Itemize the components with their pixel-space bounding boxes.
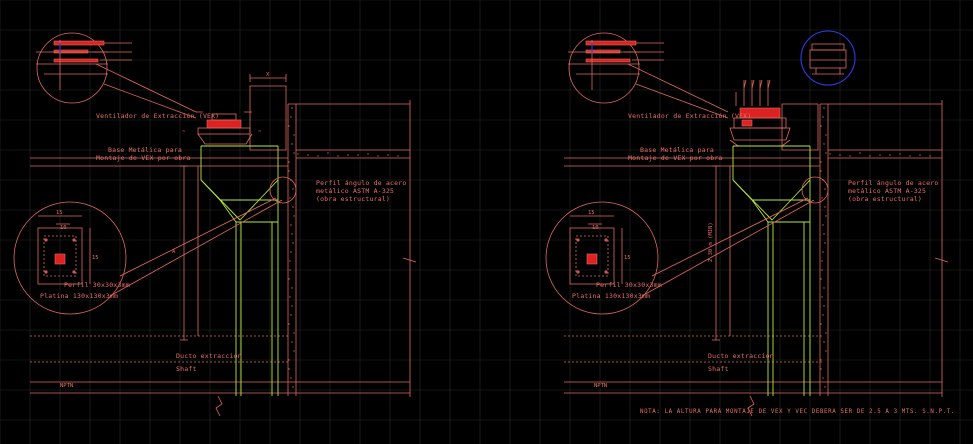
right-label-fan: Ventilador de Extracción (VEX) (628, 112, 751, 120)
left-floor-slab (30, 381, 410, 394)
right-upper-box (781, 103, 819, 151)
left-break-mark (215, 395, 223, 417)
right-label-profile: Perfil ángulo de acero (848, 179, 939, 187)
left-label-profile: Perfil ángulo de acero (316, 179, 407, 187)
left-fan-unit: ~ ~ (182, 111, 262, 145)
right-label-platina: Platina 130x130x3mm (572, 292, 650, 300)
left-upper-box (249, 85, 287, 151)
left-dim-15: 15 (56, 210, 63, 216)
right-wall-hatch (820, 107, 931, 388)
right-floor-slab (564, 381, 942, 394)
left-joint-circle (269, 176, 297, 204)
right-mid-line (564, 335, 822, 363)
left-dim-a: A (172, 249, 176, 255)
right-detail-circle-bottom (545, 201, 659, 315)
right-joint-circle (801, 176, 829, 204)
left-label-nivel: NPTN (60, 383, 73, 389)
left-dim-x: X (266, 72, 270, 78)
right-break-mark (747, 395, 755, 417)
right-leader-bottom (641, 197, 815, 297)
left-leader-top (95, 63, 197, 119)
left-label-duct: Ducto extracción (176, 352, 242, 360)
left-label-profile2: metálico ASTM A-325 (316, 187, 394, 195)
left-label-profile3: (obra estructural) (316, 195, 390, 203)
left-label-shaft: Shaft (176, 365, 197, 373)
left-leader-bottom (109, 197, 283, 297)
right-dim-15: 15 (588, 210, 595, 216)
left-detail-bottom-content (37, 215, 91, 285)
left-label-fan: Ventilador de Extracción (VEX) (96, 112, 219, 120)
right-label-shaft: Shaft (708, 365, 729, 373)
right-dim-vertical-text: 2.30 m (MIN) (708, 222, 714, 262)
left-wall (287, 103, 410, 396)
bottom-note: NOTA: LA ALTURA PARA MONTAJE DE VEX Y VE… (640, 409, 955, 415)
right-roof-slab (564, 157, 820, 167)
right-detail-circle-top (568, 32, 640, 104)
left-right-wall (402, 100, 417, 397)
left-dim-vertical (180, 165, 199, 341)
left-label-base: Base Metálica para (108, 146, 182, 154)
right-label-duct: Ducto extracción (708, 352, 774, 360)
left-detail-circle-top (36, 32, 108, 104)
right-label-base2: Montaje de VEX por obra (628, 154, 723, 162)
left-wall-hatch (288, 107, 399, 388)
right-fan-unit (729, 79, 791, 147)
right-dim-vertical (712, 165, 731, 341)
left-label-base2: Montaje de VEX por obra (96, 154, 191, 162)
left-label-platina: Platina 130x130x3mm (40, 292, 118, 300)
right-fan-icon (809, 43, 847, 75)
right-label-profile2: metálico ASTM A-325 (848, 187, 926, 195)
right-label-profile3: (obra estructural) (848, 195, 922, 203)
right-detail: 2.30 m (MIN) 15 10 (545, 30, 955, 417)
right-right-wall (934, 100, 949, 397)
right-label-base: Base Metálica para (640, 146, 714, 154)
right-leader-top (627, 63, 729, 119)
right-blue-circle (800, 30, 856, 86)
left-dim-15b: 15 (92, 255, 99, 261)
right-wall (819, 103, 942, 396)
left-dim-10: 10 (60, 225, 67, 231)
left-mid-line (30, 335, 290, 363)
left-label-perfil: Perfil 30x30x3mm (64, 281, 130, 289)
right-dim-15b: 15 (624, 255, 631, 261)
svg-text:~: ~ (182, 129, 186, 135)
left-detail-circle-bottom (13, 201, 127, 315)
svg-text:~: ~ (258, 129, 262, 135)
right-detail-top-content (568, 40, 664, 90)
right-label-perfil: Perfil 30x30x3mm (596, 281, 662, 289)
right-detail-bottom-content (569, 215, 623, 285)
left-detail: ~ ~ X A (13, 32, 417, 417)
left-dim-top (249, 74, 287, 82)
left-roof-slab (30, 157, 288, 167)
right-dim-10: 10 (592, 225, 599, 231)
left-detail-top-content (36, 40, 132, 90)
right-label-nivel: NPTN (594, 383, 607, 389)
